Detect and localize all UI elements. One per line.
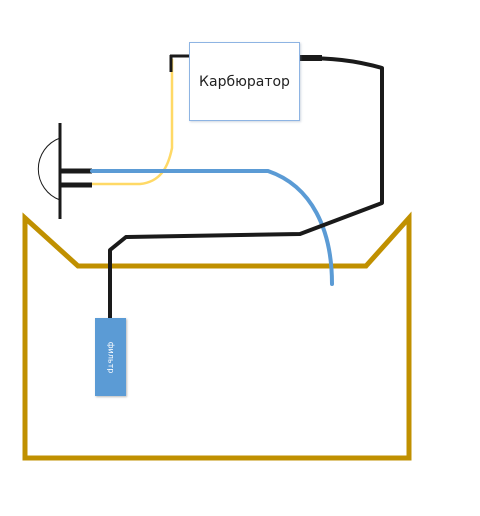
fuel-tank — [22, 211, 412, 461]
carburetor-label: Карбюратор — [199, 73, 290, 90]
filter-label: фильтр — [106, 341, 116, 373]
fuel-filter: фильтр — [95, 318, 126, 396]
vacuum-line — [92, 58, 174, 186]
fuel-pump-diaphragm — [37, 137, 61, 201]
return-line — [90, 169, 334, 286]
carburetor-box: Карбюратор — [189, 42, 300, 121]
